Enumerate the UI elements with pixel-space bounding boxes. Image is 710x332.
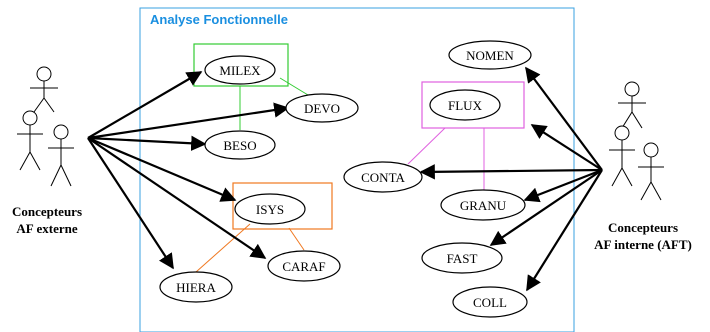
- fast-ellipse: [421, 242, 503, 274]
- coll-label: COLL: [473, 295, 507, 310]
- devo-label: DEVO: [304, 101, 340, 116]
- ext-to-devo-arrow: [87, 102, 290, 140]
- milex-ellipse: [204, 55, 276, 85]
- external-actor-line2: AF externe: [16, 221, 78, 236]
- external-actor-figure: [17, 66, 74, 187]
- int-to-fast-arrow: [489, 169, 603, 246]
- beso-ellipse: [204, 130, 276, 160]
- flux-group-frame: [421, 81, 525, 129]
- internal-actor-line2: AF interne (AFT): [594, 237, 692, 252]
- ext-to-beso-arrow: [87, 135, 207, 151]
- granu-ellipse: [440, 189, 526, 221]
- nomen-ellipse: [448, 40, 532, 70]
- ext-to-caraf-arrow: [87, 137, 267, 259]
- isys-label: ISYS: [256, 202, 284, 217]
- isys-caraf-link: [288, 227, 305, 251]
- caraf-label: CARAF: [282, 259, 325, 274]
- external-actor-line1: Concepteurs: [11, 204, 83, 219]
- conta-label: CONTA: [361, 170, 405, 185]
- internal-actor-label: Concepteurs AF interne (AFT): [578, 219, 708, 253]
- granu-label: GRANU: [460, 198, 507, 213]
- fast-label: FAST: [447, 251, 478, 266]
- milex-group-frame: [193, 43, 289, 87]
- internal-actor-line1: Concepteurs: [607, 220, 679, 235]
- int-to-granu-arrow: [523, 168, 603, 203]
- nomen-label: NOMEN: [466, 48, 514, 63]
- isys-group-frame: [232, 182, 333, 230]
- conta-ellipse: [343, 161, 423, 193]
- ext-to-milex-arrow: [87, 71, 203, 139]
- coll-ellipse: [452, 286, 528, 318]
- int-to-coll-arrow: [526, 169, 603, 292]
- hiera-ellipse: [159, 271, 233, 303]
- internal-actor-figure: [609, 81, 664, 201]
- int-to-conta-arrow: [419, 164, 603, 180]
- beso-label: BESO: [223, 138, 256, 153]
- hiera-label: HIERA: [176, 280, 216, 295]
- int-to-flux-arrow: [530, 124, 603, 171]
- frame-title: Analyse Fonctionnelle: [150, 12, 288, 27]
- milex-devo-link: [279, 77, 309, 96]
- ext-to-hiera-arrow: [87, 137, 174, 270]
- flux-conta-link: [407, 127, 446, 165]
- ext-to-isys-arrow: [87, 136, 237, 202]
- int-to-nomen-arrow: [525, 66, 603, 171]
- caraf-ellipse: [267, 250, 341, 282]
- flux-label: FLUX: [448, 98, 483, 113]
- external-actor-label: Concepteurs AF externe: [2, 203, 92, 237]
- milex-label: MILEX: [219, 63, 261, 78]
- isys-hiera-link: [195, 223, 251, 273]
- devo-ellipse: [285, 93, 359, 123]
- isys-ellipse: [234, 193, 306, 225]
- flux-ellipse: [429, 89, 501, 121]
